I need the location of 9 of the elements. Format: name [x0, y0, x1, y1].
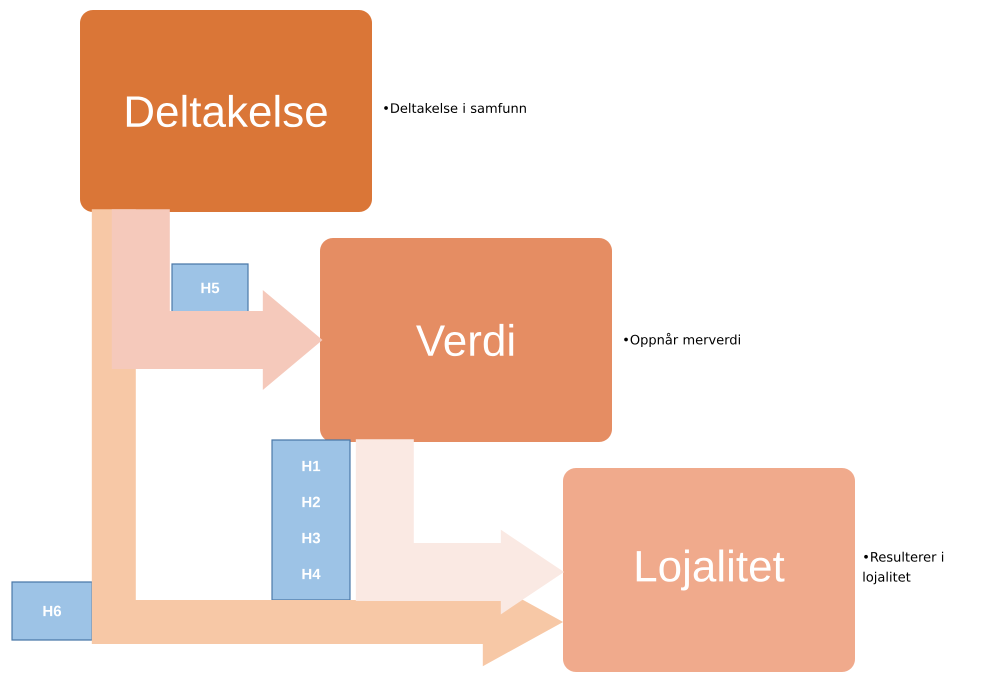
hypothesis-box: H1 H2 H3 H4	[271, 439, 351, 601]
annotation-text: •Resulterer i lojalitet	[863, 552, 944, 584]
hypothesis-box: H5	[171, 263, 249, 313]
hypothesis-box: H6	[11, 581, 93, 641]
annotation-text: •Oppnår merverdi	[624, 332, 740, 348]
annotation-text: •Deltakelse i samfunn	[384, 102, 526, 114]
process-box: Deltakelse	[80, 10, 372, 212]
process-box: Verdi	[320, 238, 612, 442]
process-box: Lojalitet	[563, 468, 855, 672]
